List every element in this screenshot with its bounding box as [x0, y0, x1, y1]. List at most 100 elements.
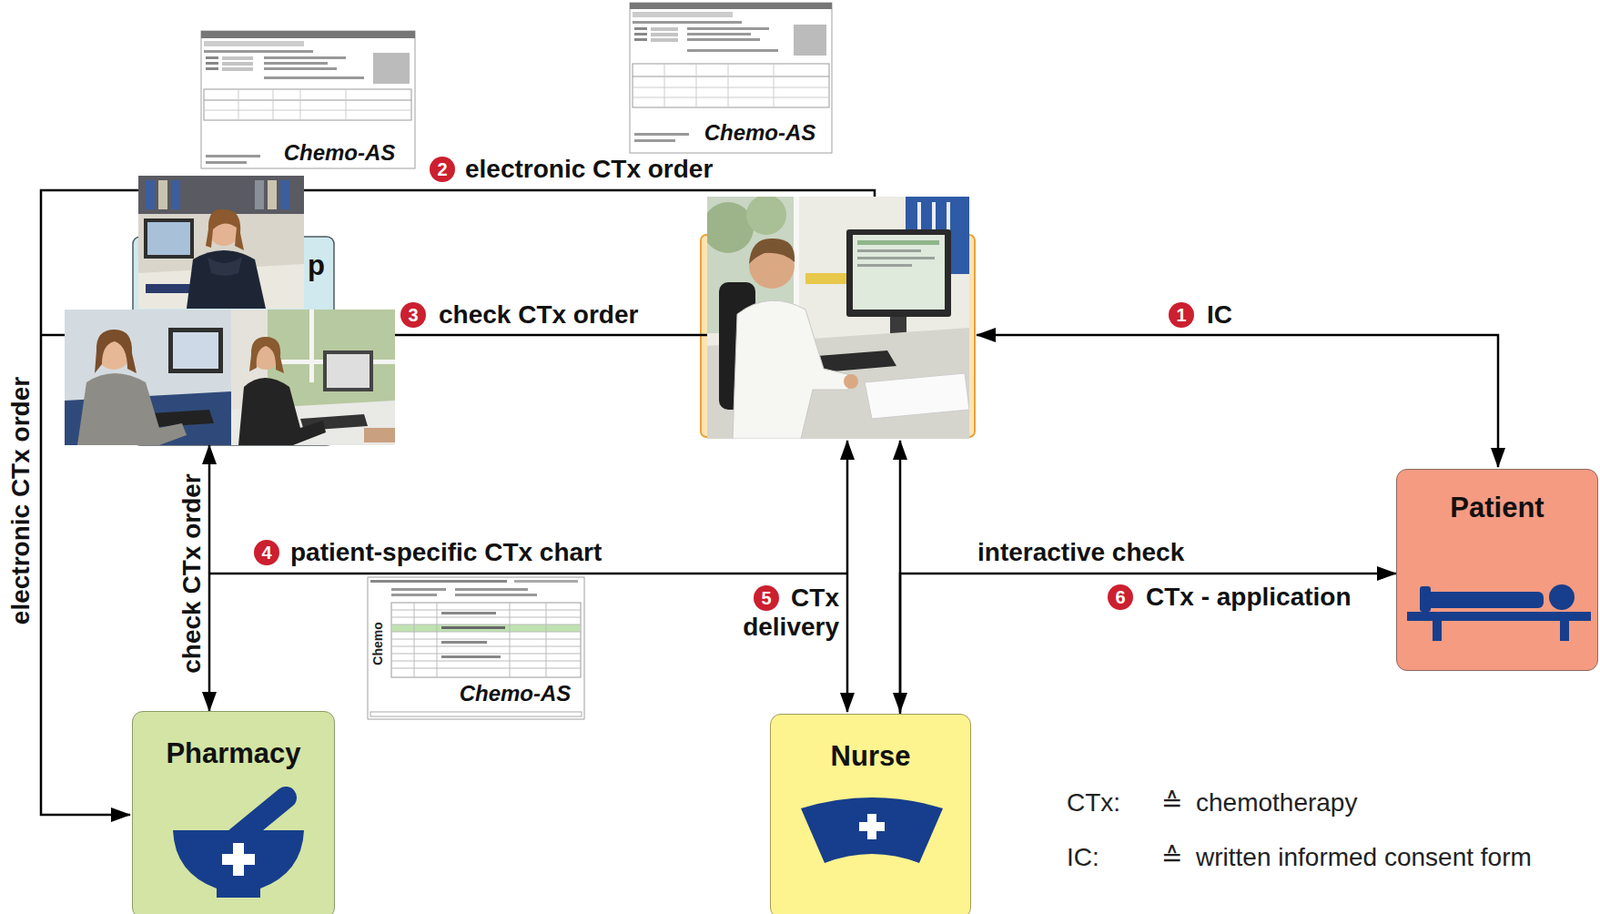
staff-photo-part — [145, 180, 155, 210]
actor-box: Pharmacy — [131, 710, 335, 914]
chart-screenshot-part — [391, 660, 581, 662]
physician-photo-part — [749, 238, 795, 264]
legend-symbol: ≙ — [1161, 842, 1183, 872]
staff-photo-part — [323, 350, 374, 392]
node-title: Patient — [1449, 491, 1544, 525]
label-holder: CTx delivery — [731, 583, 840, 642]
staff-photo-part — [143, 218, 194, 259]
form-screenshot-part — [634, 27, 648, 31]
flow-arrow — [208, 445, 212, 711]
form-screenshot-part — [205, 154, 261, 158]
chart-screenshot-part — [455, 593, 537, 597]
form-screenshot-part — [632, 11, 733, 18]
chart-screenshot-part — [391, 638, 581, 640]
label-holder: 5 — [753, 585, 780, 611]
patient-icon-part — [1549, 584, 1575, 610]
form-screenshot-part — [203, 110, 412, 112]
legend-definition: written informed consent form — [1195, 842, 1532, 872]
actor-box: Patient — [1396, 468, 1599, 671]
label-holder: CTx: — [1066, 788, 1121, 818]
label-holder: 6 — [1107, 584, 1134, 610]
form-screenshot-part — [205, 161, 247, 164]
form-screenshot-part — [205, 67, 219, 71]
physician-photo-part — [852, 234, 945, 310]
form-screenshot-part — [632, 63, 830, 108]
patient-icon-part — [1559, 620, 1570, 641]
chart-screenshot-part — [455, 587, 528, 591]
form-screenshot-part — [203, 89, 412, 121]
chart-screenshot-part — [441, 640, 487, 644]
nurse-cap-icon-part — [800, 797, 943, 863]
chart-screenshot-part — [392, 624, 580, 632]
staff-photo — [64, 309, 232, 446]
patient-icon — [1407, 577, 1591, 643]
chart-screenshot-part — [391, 593, 437, 597]
form-screenshot-part — [632, 20, 742, 24]
callout-number: 6 — [1107, 584, 1134, 610]
form-screenshot-part — [664, 63, 666, 108]
chart-screenshot-part — [441, 611, 497, 615]
chart-screenshot — [367, 577, 585, 719]
form-screenshot-part — [634, 32, 648, 36]
label-holder: Chemo-AS — [704, 121, 817, 145]
callout-number: 2 — [429, 156, 456, 183]
chart-screenshot-part — [391, 631, 581, 633]
form-screenshot-part — [728, 63, 730, 108]
logo-text: Chemo-AS — [283, 141, 396, 165]
chart-screenshot-part — [370, 711, 582, 717]
staff-photo-part — [94, 329, 137, 374]
chart-screenshot-part — [391, 587, 446, 591]
staff-photo-part — [147, 222, 191, 255]
staff-photo-part — [280, 180, 290, 210]
legend-definition: chemotherapy — [1195, 788, 1357, 818]
label-holder: chemotherapy — [1195, 788, 1357, 818]
edge-label: interactive check — [977, 537, 1185, 568]
label-holder: 3 — [400, 302, 426, 328]
flow-line-part — [976, 334, 1499, 467]
chart-screenshot-part — [436, 602, 438, 678]
chart-screenshot-part — [391, 653, 581, 655]
actor-box: Nurse — [769, 713, 972, 914]
form-screenshot-part — [687, 49, 779, 52]
form-screenshot-part — [629, 2, 832, 10]
form-screenshot-part — [238, 89, 240, 121]
mortar-pestle-icon — [169, 786, 308, 901]
node-title: Pharmacy — [165, 737, 301, 770]
flow-label: CTx - application — [1145, 582, 1352, 612]
form-screenshot-part — [345, 89, 347, 121]
staff-photo-part — [249, 336, 284, 374]
form-screenshot-part — [263, 76, 365, 80]
staff-photo-part — [238, 377, 326, 446]
label-holder: Chemo-AS — [459, 681, 572, 706]
physician-photo-part — [857, 240, 940, 245]
form-screenshot-part — [632, 87, 830, 89]
staff-photo-part — [231, 309, 395, 446]
label-holder: 1 — [1168, 302, 1195, 328]
staff-photo-part — [205, 209, 244, 251]
edge-label-holder: check CTx order — [179, 473, 205, 673]
flow-label: IC — [1206, 300, 1233, 330]
callout-number: 1 — [1168, 302, 1195, 328]
form-screenshot-part — [687, 38, 760, 41]
form-screenshot-part — [203, 40, 304, 47]
chart-screenshot-part — [509, 602, 511, 678]
chart-screenshot-part — [391, 668, 581, 669]
staff-photo-part — [207, 256, 243, 276]
physician-photo-part — [857, 256, 935, 260]
form-screenshot-part — [201, 30, 416, 39]
chart-screenshot-part — [391, 602, 581, 678]
flow-arrow — [900, 573, 1397, 714]
form-screenshot-part — [650, 27, 679, 31]
staff-photo-part — [309, 309, 314, 383]
staff-photo-part — [172, 332, 219, 369]
physician-photo-part — [805, 273, 848, 284]
label-holder: written informed consent form — [1195, 842, 1532, 872]
logo-text: Chemo-AS — [459, 681, 572, 706]
physician-photo-part — [707, 202, 754, 254]
staff-photo-part — [138, 175, 304, 309]
label-holder: electronic CTx order — [465, 154, 713, 184]
nurse-cap-icon-part — [867, 813, 877, 840]
physician-photo-part — [746, 196, 787, 235]
staff-photo — [138, 175, 304, 309]
